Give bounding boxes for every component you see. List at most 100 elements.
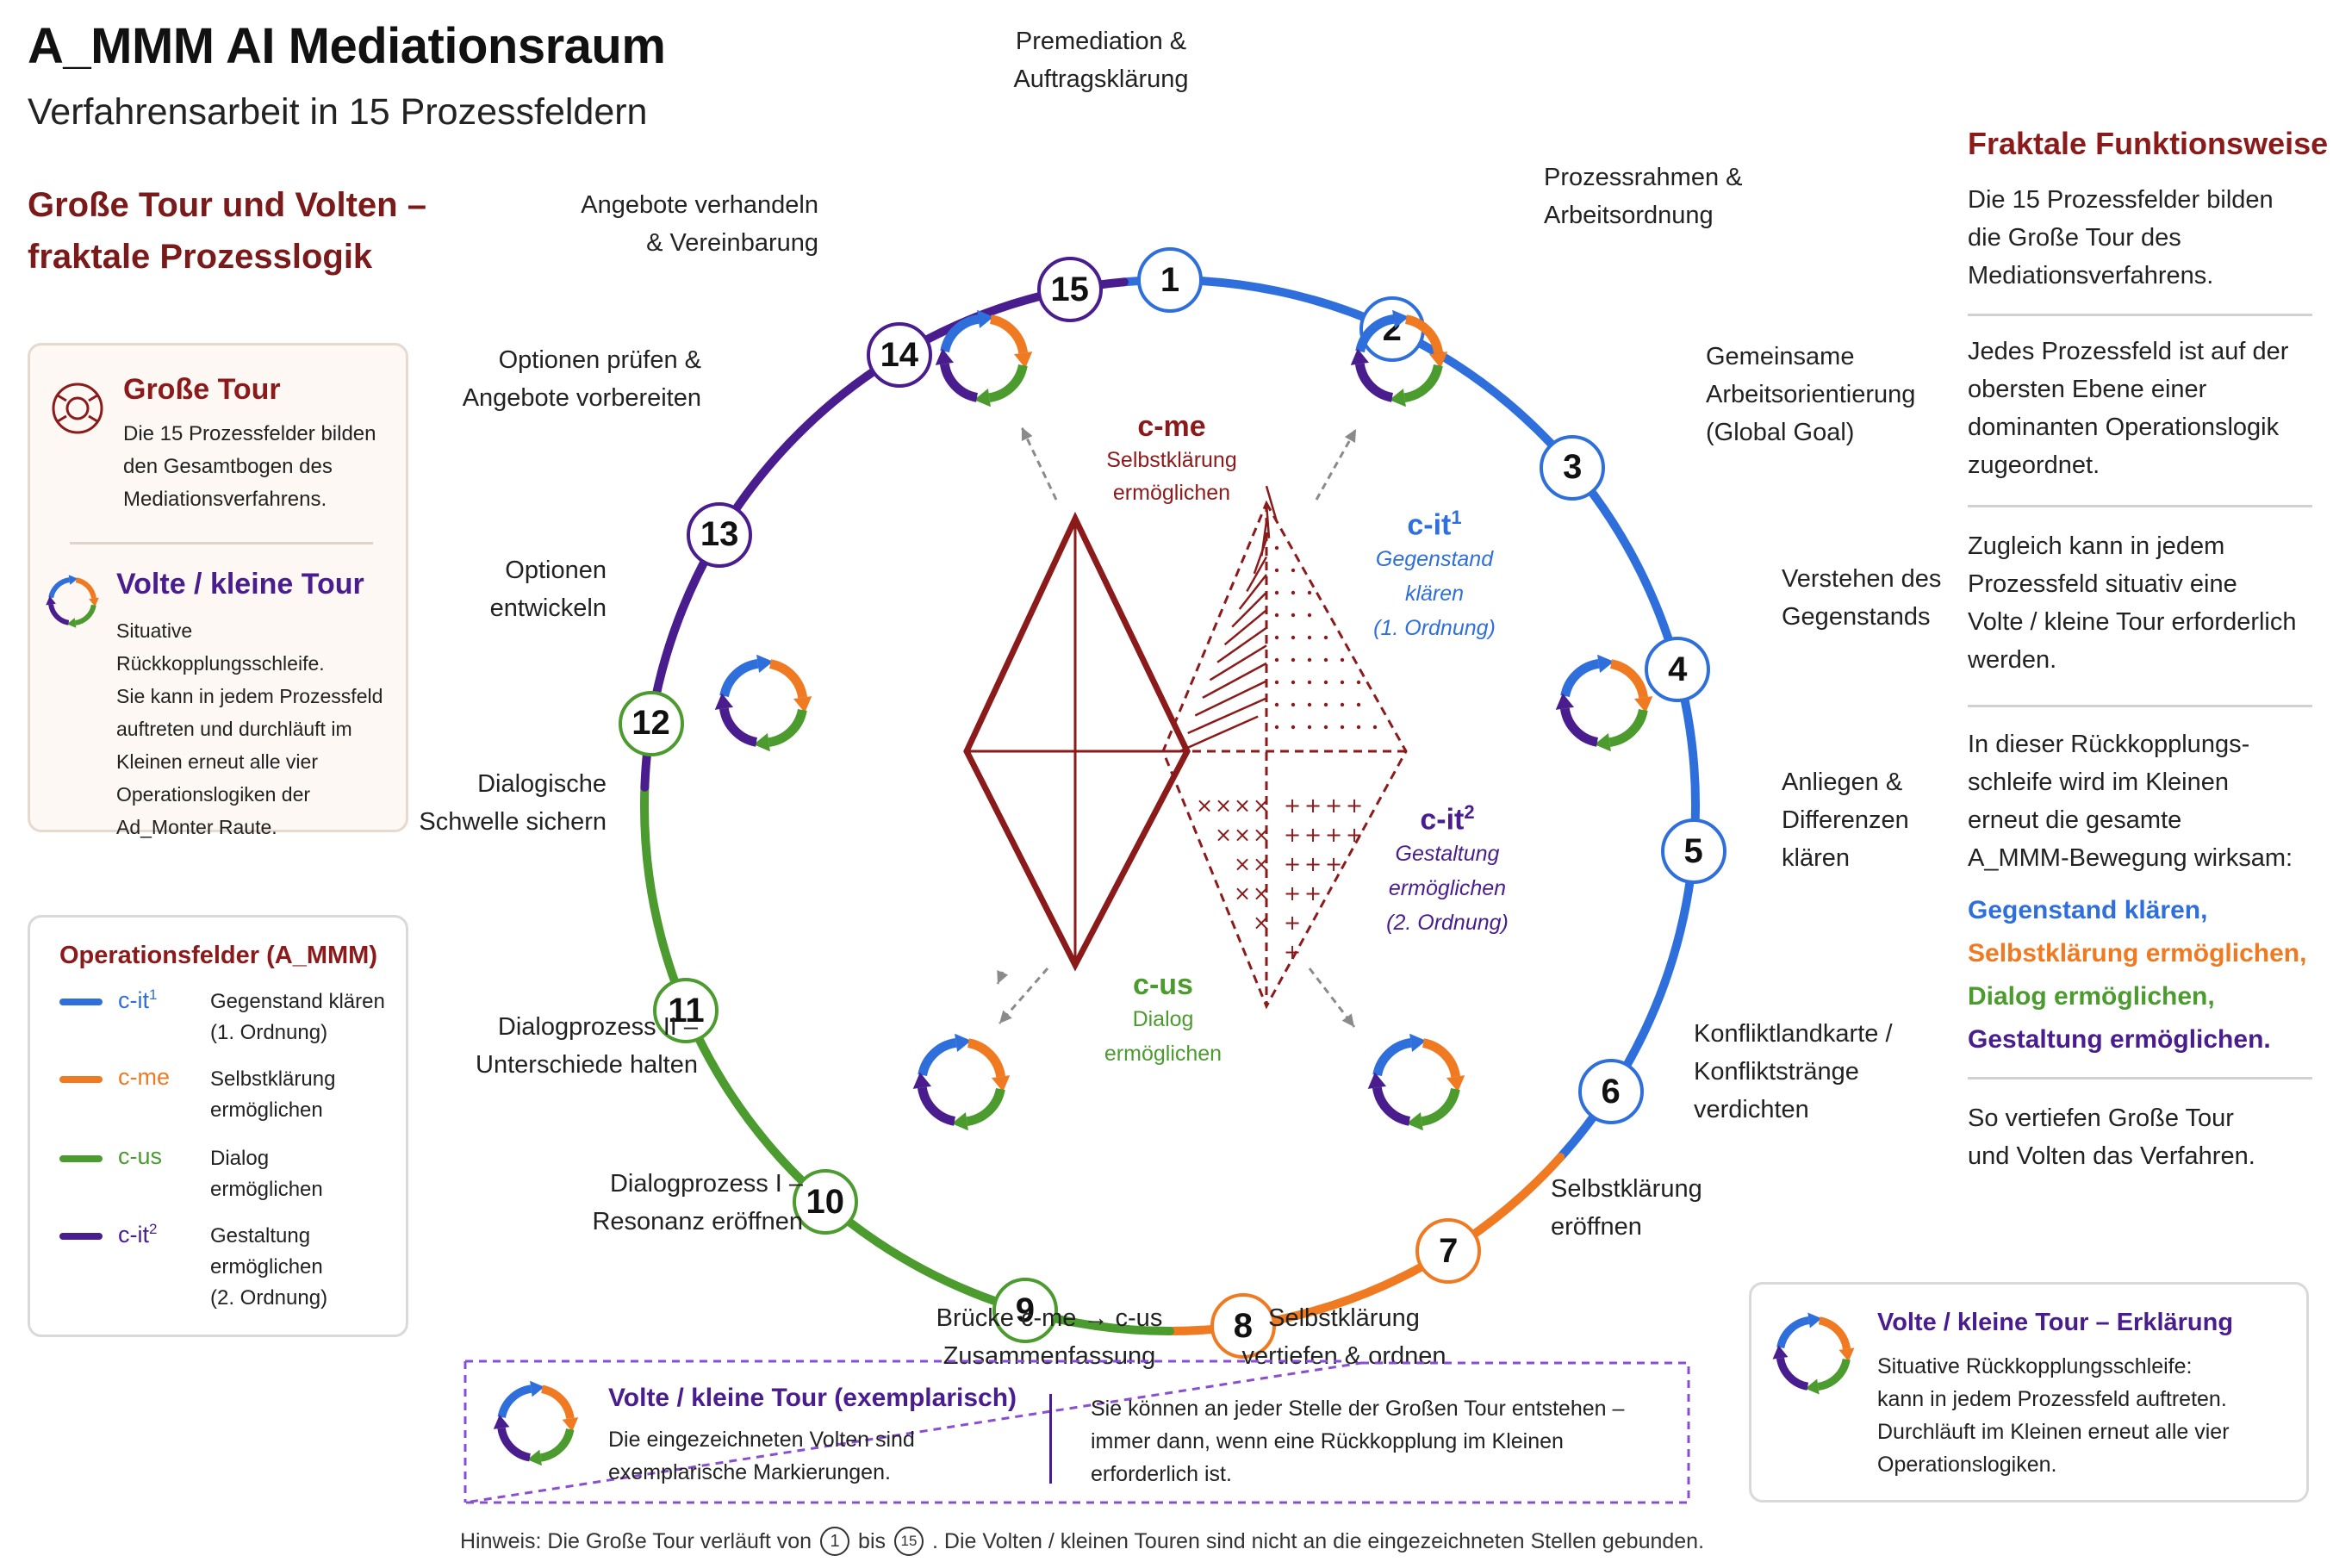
- field-node-13[interactable]: 13: [687, 501, 753, 568]
- svg-text:×: ×: [1234, 823, 1251, 847]
- operation-summary-item: Gegenstand klären,: [1968, 896, 2208, 924]
- field-node-3[interactable]: 3: [1540, 434, 1606, 501]
- c-me-label: c-me Selbstklärung ermöglichen: [1106, 410, 1237, 505]
- field-node-10[interactable]: 10: [792, 1169, 858, 1235]
- operation-summary-item: Gestaltung ermöglichen.: [1968, 1025, 2271, 1054]
- c-it2-label: c-it2 Gestaltung ermöglichen (2. Ordnung…: [1386, 801, 1509, 936]
- field-label-10: Dialogprozess I –Resonanz eröffnen: [592, 1170, 803, 1235]
- svg-text:+: +: [1284, 940, 1301, 964]
- field-label-15: Angebote verhandeln& Vereinbarung: [581, 191, 818, 257]
- volte-exemplary-heading: Volte / kleine Tour (exemplarisch): [608, 1384, 1017, 1412]
- svg-text:×: ×: [1253, 852, 1270, 876]
- field-node-5[interactable]: 5: [1660, 818, 1726, 885]
- legend-code: c-it1: [118, 986, 158, 1013]
- field-node-14[interactable]: 14: [866, 322, 932, 389]
- volte-icon: [488, 1375, 584, 1476]
- c-it1-label: c-it1 Gegenstand klären (1. Ordnung): [1373, 507, 1496, 641]
- volte-exemplary-frame: [463, 1360, 1690, 1504]
- field-label-14: Optionen prüfen &Angebote vorbereiten: [462, 346, 701, 412]
- field-node-7[interactable]: 7: [1415, 1218, 1482, 1285]
- svg-text:×: ×: [1196, 793, 1213, 818]
- dashed-arrow-head: [997, 970, 1009, 984]
- volte-icon: [708, 648, 818, 762]
- divider: [1049, 1394, 1052, 1484]
- legend-title: Operationsfelder (A_MMM): [59, 942, 377, 969]
- field-label-1: Premediation &Auftragsklärung: [1013, 28, 1189, 93]
- tour-arc: [1119, 276, 1700, 1162]
- volte-explain-card: Volte / kleine Tour – Erklärung Situativ…: [1749, 1282, 2309, 1503]
- field-node-6[interactable]: 6: [1577, 1059, 1644, 1125]
- page-subtitle: Verfahrensarbeit in 15 Prozessfeldern: [28, 91, 648, 133]
- volte-text: Situative Rückkopplungsschleife.Sie kann…: [116, 619, 383, 838]
- svg-text:+: +: [1284, 793, 1301, 818]
- svg-text:×: ×: [1253, 911, 1270, 935]
- field-node-4[interactable]: 4: [1645, 637, 1711, 703]
- volte-icon: [1344, 303, 1454, 418]
- dashed-arrow: [1020, 426, 1058, 501]
- svg-text:+: +: [1284, 852, 1301, 876]
- legend-code: c-us: [118, 1143, 163, 1169]
- legend-desc: Gegenstand klären(1. Ordnung): [210, 990, 385, 1044]
- field-node-9[interactable]: 9: [992, 1278, 1058, 1344]
- svg-text:+: +: [1346, 823, 1363, 847]
- svg-text:×: ×: [1234, 793, 1251, 818]
- field-label-11: Dialogprozess II –Unterschiede halten: [476, 1013, 698, 1079]
- right-panel-colored: Gegenstand klären, Selbstklärung ermöglic…: [1968, 889, 2312, 1061]
- field-label-2: Prozessrahmen &Arbeitsordnung: [1544, 164, 1743, 229]
- legend-swatch: [59, 999, 103, 1005]
- svg-text:+: +: [1304, 852, 1322, 876]
- legend-swatch: [59, 1155, 103, 1162]
- legend-code: c-it2: [118, 1221, 158, 1248]
- svg-text:+: +: [1304, 881, 1322, 905]
- dashed-arrow-head: [999, 1010, 1012, 1024]
- section-title: Große Tour und Volten – fraktale Prozess…: [28, 186, 426, 276]
- svg-text:+: +: [1325, 852, 1342, 876]
- field-node-1[interactable]: 1: [1137, 247, 1203, 313]
- c-us-label: c-us Dialog ermöglichen: [1104, 968, 1222, 1066]
- right-panel-p4: In dieser Rückkopplungs-schleife wird im…: [1968, 731, 2293, 872]
- target-icon: [52, 383, 103, 434]
- volte-heading: Volte / kleine Tour: [116, 568, 364, 600]
- svg-text:+: +: [1304, 823, 1322, 847]
- volte-icon: [929, 303, 1039, 418]
- volte-explain-heading: Volte / kleine Tour – Erklärung: [1877, 1309, 2234, 1336]
- volte-exemplary-right: Sie können an jeder Stelle der Großen To…: [1091, 1397, 1625, 1486]
- divider: [1968, 314, 2312, 316]
- legend-item: c-it1 Gegenstand klären(1. Ordnung): [59, 986, 404, 1055]
- volte-icon: [1361, 1027, 1471, 1142]
- svg-text:+: +: [1346, 793, 1363, 818]
- footer-note: Hinweis: Die Große Tour verläuft von 1 b…: [460, 1527, 1704, 1556]
- svg-text:+: +: [1284, 823, 1301, 847]
- diamond-outline: [963, 511, 1191, 972]
- field-node-12[interactable]: 12: [618, 690, 684, 756]
- field-node-11[interactable]: 11: [653, 978, 719, 1044]
- page-title: A_MMM AI Mediationsraum: [28, 18, 666, 74]
- legend-card: Operationsfelder (A_MMM) c-it1 Gegenstand…: [28, 915, 408, 1337]
- legend-code: c-me: [118, 1064, 170, 1090]
- field-node-15[interactable]: 15: [1036, 257, 1103, 323]
- svg-text:×: ×: [1215, 823, 1232, 847]
- dashed-arrow-head: [1341, 1013, 1354, 1027]
- divider: [70, 542, 373, 544]
- volte-icon: [906, 1027, 1017, 1142]
- svg-text:×: ×: [1253, 793, 1270, 818]
- legend-swatch: [59, 1076, 103, 1083]
- field-node-8[interactable]: 8: [1210, 1293, 1276, 1360]
- operation-summary-item: Selbstklärung ermöglichen,: [1968, 939, 2307, 968]
- volte-icon: [42, 571, 103, 636]
